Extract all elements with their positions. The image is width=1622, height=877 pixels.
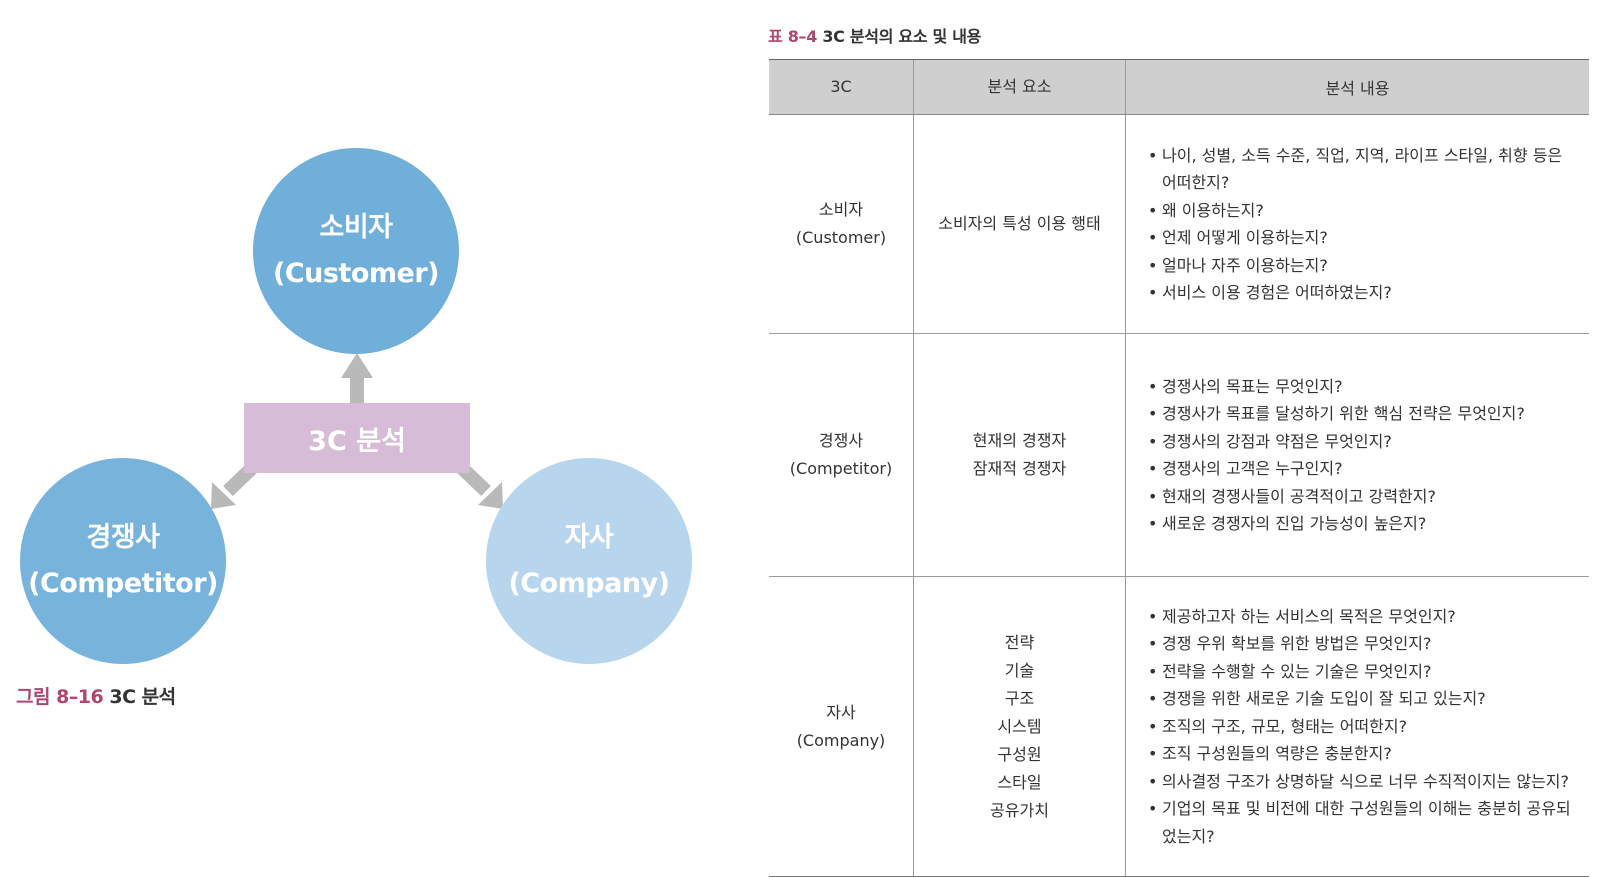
c-name: 소비자 [818,200,864,219]
cell-contents: 경쟁사의 목표는 무엇인지? 경쟁사가 목표를 달성하기 위한 핵심 전략은 무… [1125,333,1589,577]
company-circle: 자사 (Company) [486,458,692,664]
c-name: 경쟁사 [818,431,864,450]
competitor-en: (Competitor) [28,568,218,599]
company-en: (Company) [508,568,670,599]
element-item: 잠재적 경쟁자 [972,459,1067,478]
center-box: 3C 분석 [244,403,470,473]
content-item: 얼마나 자주 이용하는지? [1148,252,1571,280]
arrow-up-shaft [350,374,364,404]
figure-title: 3C 분석 [109,686,176,708]
arrow-up-head [341,353,373,378]
content-item: 나이, 성별, 소득 수준, 직업, 지역, 라이프 스타일, 취향 등은 어떠… [1148,142,1571,197]
content-item: 제공하고자 하는 서비스의 목적은 무엇인지? [1148,603,1571,631]
center-label: 3C 분석 [308,425,406,457]
customer-name: 소비자 [319,212,393,243]
cell-3c: 경쟁사 (Competitor) [769,333,914,577]
analysis-table: 3C 분석 요소 분석 내용 소비자 (Customer) 소비자의 특성 이용… [769,59,1589,877]
header-elements: 분석 요소 [913,59,1126,115]
element-item: 전략 [1004,632,1035,652]
content-item: 서비스 이용 경험은 어떠하였는지? [1148,279,1571,307]
element-item: 공유가치 [990,800,1049,820]
element-item: 소비자의 특성 이용 행태 [938,214,1101,233]
header-contents: 분석 내용 [1125,59,1589,115]
content-item: 전략을 수행할 수 있는 기술은 무엇인지? [1148,658,1571,686]
content-item: 언제 어떻게 이용하는지? [1148,224,1571,252]
element-item: 현재의 경쟁자 [972,431,1067,450]
content-item: 새로운 경쟁자의 진입 가능성이 높은지? [1148,510,1571,538]
3c-diagram: 소비자 (Customer) 3C 분석 경쟁사 (Competitor) 자사… [0,0,720,854]
content-item: 경쟁사의 목표는 무엇인지? [1148,373,1571,401]
content-item: 경쟁사의 강점과 약점은 무엇인지? [1148,428,1571,456]
element-item: 스타일 [997,772,1042,792]
content-item: 왜 이용하는지? [1148,197,1571,225]
c-en: (Customer) [795,228,887,247]
content-item: 조직 구성원들의 역량은 충분한지? [1148,740,1571,768]
element-item: 구조 [1004,688,1035,708]
figure-caption: 그림 8–16 3C 분석 [16,682,176,709]
cell-contents: 제공하고자 하는 서비스의 목적은 무엇인지? 경쟁 우위 확보를 위한 방법은… [1125,576,1589,877]
competitor-name: 경쟁사 [86,522,160,553]
c-en: (Competitor) [789,459,893,478]
figure-number: 그림 8–16 [16,686,104,708]
table-row: 소비자 (Customer) 소비자의 특성 이용 행태 나이, 성별, 소득 … [769,114,1589,334]
content-item: 경쟁 우위 확보를 위한 방법은 무엇인지? [1148,630,1571,658]
content-item: 경쟁사가 목표를 달성하기 위한 핵심 전략은 무엇인지? [1148,400,1571,428]
competitor-circle: 경쟁사 (Competitor) [20,458,226,664]
table-header-row: 3C 분석 요소 분석 내용 [769,59,1589,115]
cell-elements: 소비자의 특성 이용 행태 [913,114,1126,334]
cell-contents: 나이, 성별, 소득 수준, 직업, 지역, 라이프 스타일, 취향 등은 어떠… [1125,114,1589,334]
table-title: 3C 분석의 요소 및 내용 [822,27,982,46]
cell-elements: 전략 기술 구조 시스템 구성원 스타일 공유가치 [913,576,1126,877]
content-item: 경쟁사의 고객은 누구인지? [1148,455,1571,483]
customer-circle: 소비자 (Customer) [253,148,459,354]
element-item: 시스템 [997,716,1042,736]
arrow-left-head [211,482,236,509]
table-caption: 표 8–4 3C 분석의 요소 및 내용 [768,23,981,47]
element-item: 기술 [1004,660,1035,680]
cell-elements: 현재의 경쟁자 잠재적 경쟁자 [913,333,1126,577]
table-row: 경쟁사 (Competitor) 현재의 경쟁자 잠재적 경쟁자 경쟁사의 목표… [769,333,1589,577]
table-number: 표 8–4 [768,27,818,46]
company-name: 자사 [564,522,614,553]
c-name: 자사 [826,702,856,722]
customer-en: (Customer) [272,258,440,289]
content-item: 의사결정 구조가 상명하달 식으로 너무 수직적이지는 않는지? [1148,768,1571,796]
cell-3c: 소비자 (Customer) [769,114,914,334]
cell-3c: 자사 (Company) [769,576,914,877]
arrow-right-head [478,482,503,509]
header-3c: 3C [769,59,914,115]
content-item: 현재의 경쟁사들이 공격적이고 강력한지? [1148,483,1571,511]
element-item: 구성원 [997,744,1042,764]
table-row: 자사 (Company) 전략 기술 구조 시스템 구성원 스타일 공유가치 제… [769,576,1589,877]
content-item: 조직의 구조, 규모, 형태는 어떠한지? [1148,713,1571,741]
content-item: 기업의 목표 및 비전에 대한 구성원들의 이해는 충분히 공유되었는지? [1148,795,1571,850]
c-en: (Company) [796,730,886,750]
content-item: 경쟁을 위한 새로운 기술 도입이 잘 되고 있는지? [1148,685,1571,713]
